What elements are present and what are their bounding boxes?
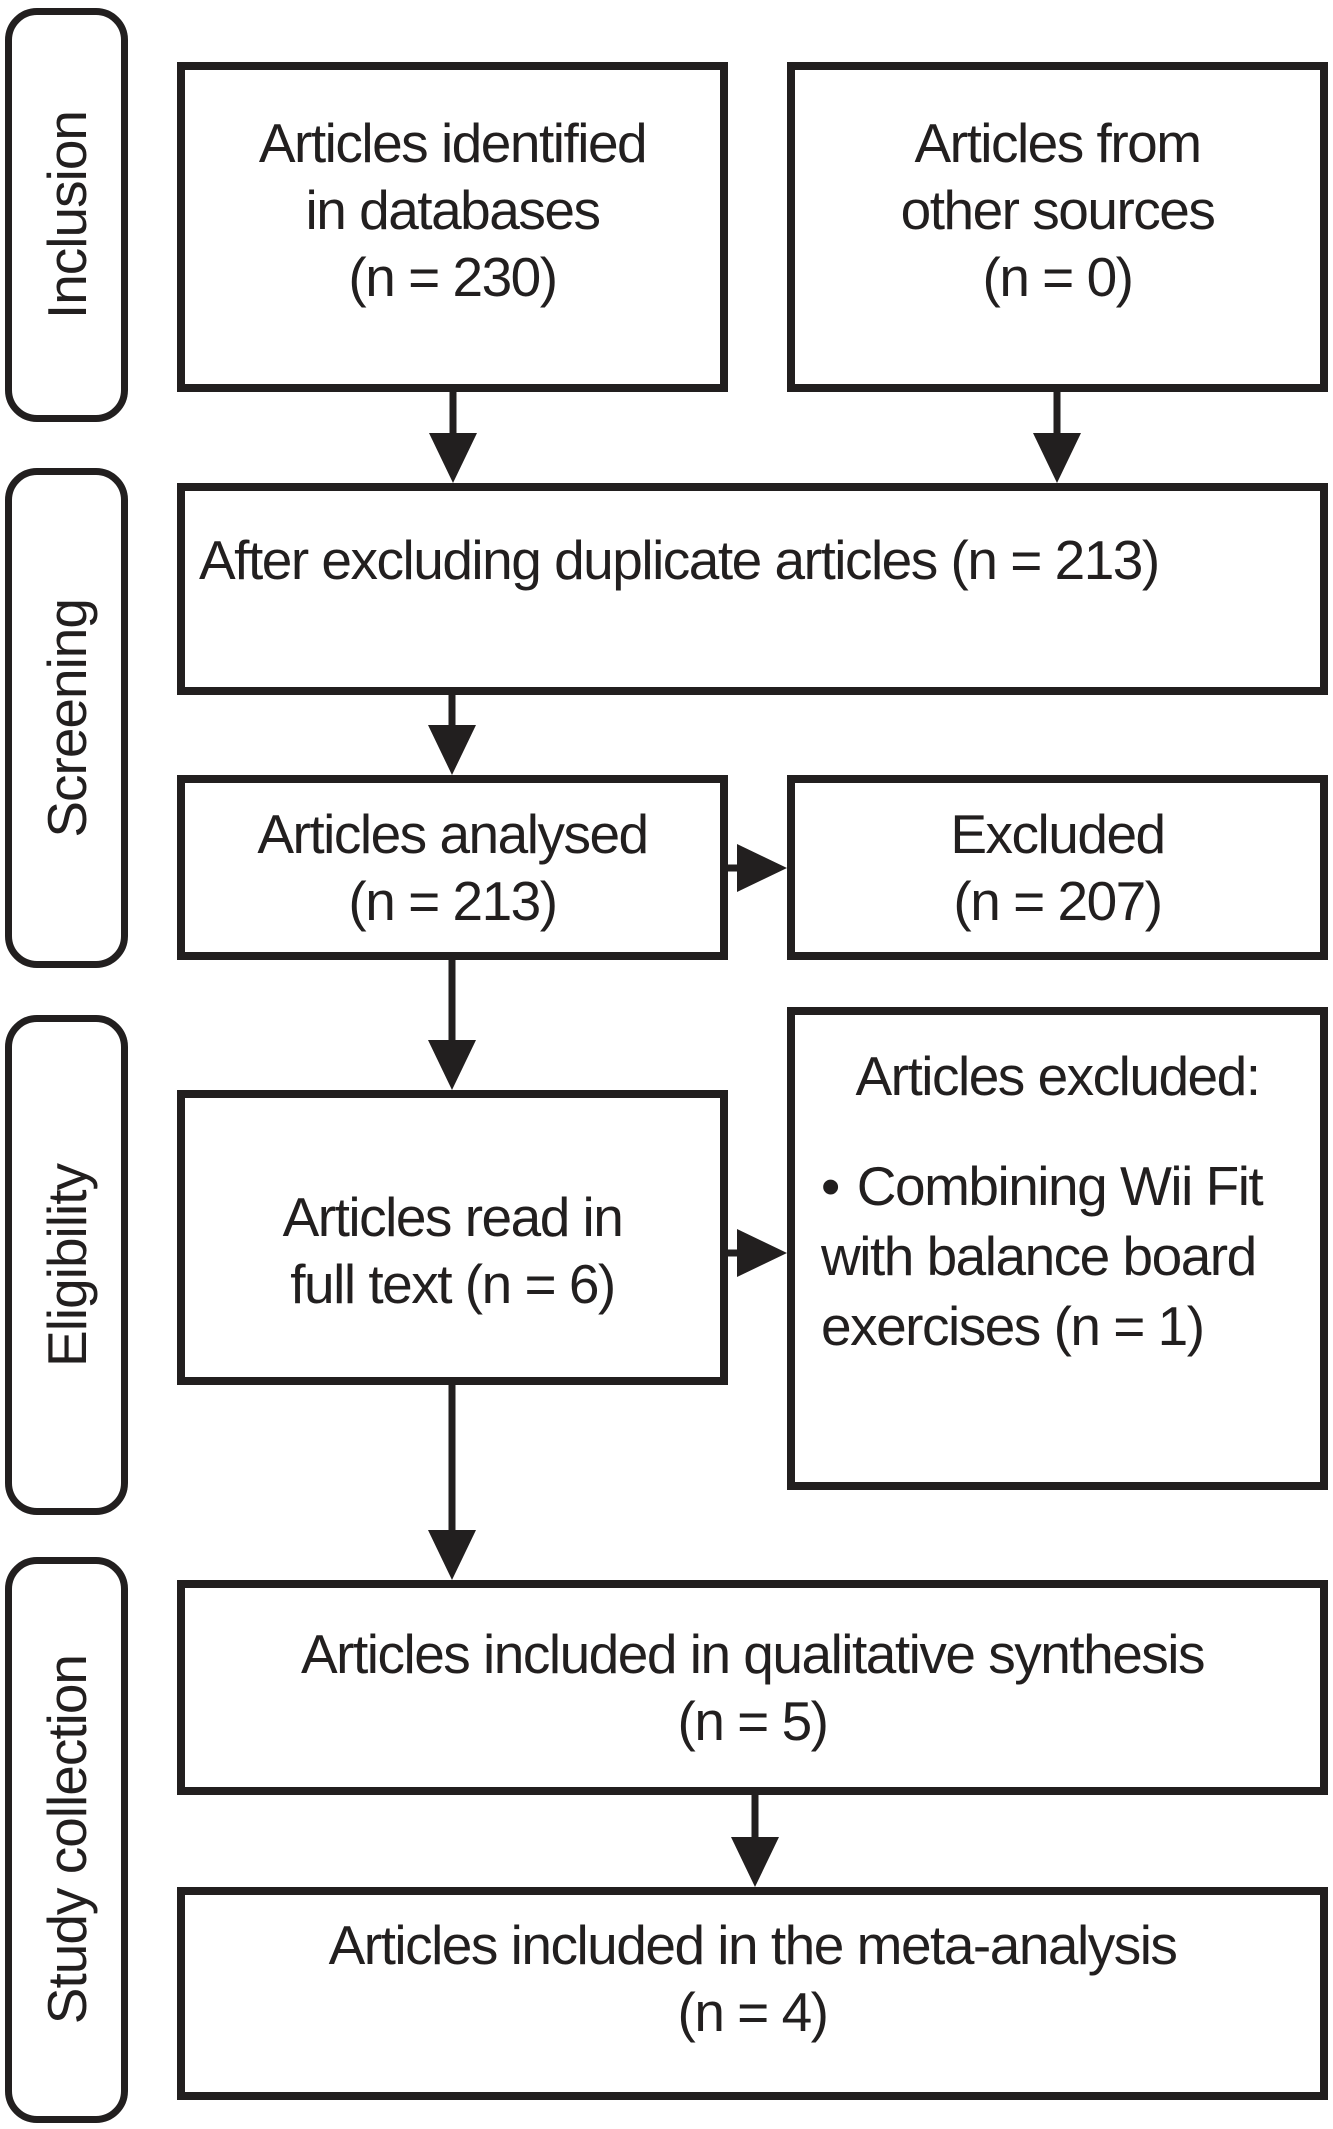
arrowhead-down-icon: [428, 1530, 476, 1580]
stage-inclusion: Inclusion: [5, 8, 128, 422]
stage-eligibility-label: Eligibility: [35, 1163, 98, 1367]
arrowhead-down-icon: [428, 725, 476, 775]
box-qualitative-synthesis: Articles included in qualitative synthes…: [177, 1580, 1328, 1795]
excluded-reason-list: • Combining Wii Fit with balance board ex…: [795, 1151, 1264, 1361]
arrowhead-down-icon: [428, 1040, 476, 1090]
box-other-sources: Articles from other sources (n = 0): [787, 62, 1328, 392]
excluded-reason-text-1: Combining Wii Fit: [856, 1155, 1264, 1217]
box-articles-identified: Articles identified in databases (n = 23…: [177, 62, 728, 392]
arrowhead-right-icon: [737, 844, 787, 892]
stage-eligibility: Eligibility: [5, 1015, 128, 1515]
box-excluded: Excluded (n = 207): [787, 775, 1328, 960]
box-articles-excluded-reasons: Articles excluded: • Combining Wii Fit wi…: [787, 1007, 1328, 1490]
arrowhead-down-icon: [1033, 433, 1081, 483]
box-qualitative-synthesis-count: (n = 5): [677, 1689, 830, 1752]
arrow-fulltext-to-qualitative: [428, 1385, 476, 1580]
box-full-text-read-line-2: full text (n = 6): [290, 1252, 616, 1315]
box-full-text-read-line-1: Articles read in: [282, 1185, 624, 1248]
box-duplicates-removed: After excluding duplicate articles (n = …: [177, 483, 1328, 695]
box-excluded-count: (n = 207): [953, 869, 1163, 932]
stage-screening-label: Screening: [35, 598, 98, 838]
box-meta-analysis-count: (n = 4): [677, 1980, 830, 2043]
arrowhead-right-icon: [737, 1229, 787, 1277]
arrow-fulltext-to-excluded-reasons: [728, 1229, 787, 1277]
box-qualitative-synthesis-line-1: Articles included in qualitative synthes…: [300, 1622, 1206, 1685]
box-articles-excluded-heading: Articles excluded:: [855, 1045, 1261, 1107]
excluded-reason-line-1: • Combining Wii Fit: [821, 1151, 1264, 1221]
arrow-analysed-to-fulltext: [428, 960, 476, 1090]
arrowhead-down-icon: [429, 433, 477, 483]
box-full-text-read: Articles read in full text (n = 6): [177, 1090, 728, 1385]
box-other-sources-line-1: Articles from: [914, 112, 1202, 174]
excluded-reason-line-3: exercises (n = 1): [821, 1295, 1205, 1357]
box-articles-analysed-count: (n = 213): [348, 869, 558, 932]
box-articles-analysed: Articles analysed (n = 213): [177, 775, 728, 960]
box-articles-identified-line-2: in databases: [305, 179, 601, 241]
box-meta-analysis: Articles included in the meta-analysis (…: [177, 1887, 1328, 2100]
arrow-other-sources-to-dedup: [1033, 392, 1081, 483]
box-other-sources-line-2: other sources: [900, 179, 1216, 241]
arrow-qualitative-to-meta: [731, 1795, 779, 1887]
box-excluded-line-1: Excluded: [950, 802, 1166, 865]
bullet-icon: •: [821, 1155, 840, 1217]
arrow-analysed-to-excluded: [728, 844, 787, 892]
arrowhead-down-icon: [731, 1837, 779, 1887]
arrow-dedup-to-analysed: [428, 695, 476, 775]
stage-study-collection-label: Study collection: [35, 1655, 98, 2025]
box-duplicates-removed-text: After excluding duplicate articles (n = …: [199, 529, 1160, 591]
box-articles-identified-count: (n = 230): [348, 246, 558, 308]
box-other-sources-count: (n = 0): [982, 246, 1135, 308]
stage-study-collection: Study collection: [5, 1557, 128, 2123]
stage-inclusion-label: Inclusion: [35, 110, 98, 320]
box-articles-identified-line-1: Articles identified: [258, 112, 648, 174]
excluded-reason-line-2: with balance board: [821, 1225, 1257, 1287]
box-meta-analysis-line-1: Articles included in the meta-analysis: [328, 1913, 1178, 1976]
stage-screening: Screening: [5, 468, 128, 968]
box-articles-analysed-line-1: Articles analysed: [257, 802, 649, 865]
arrow-identified-to-dedup: [429, 392, 477, 483]
